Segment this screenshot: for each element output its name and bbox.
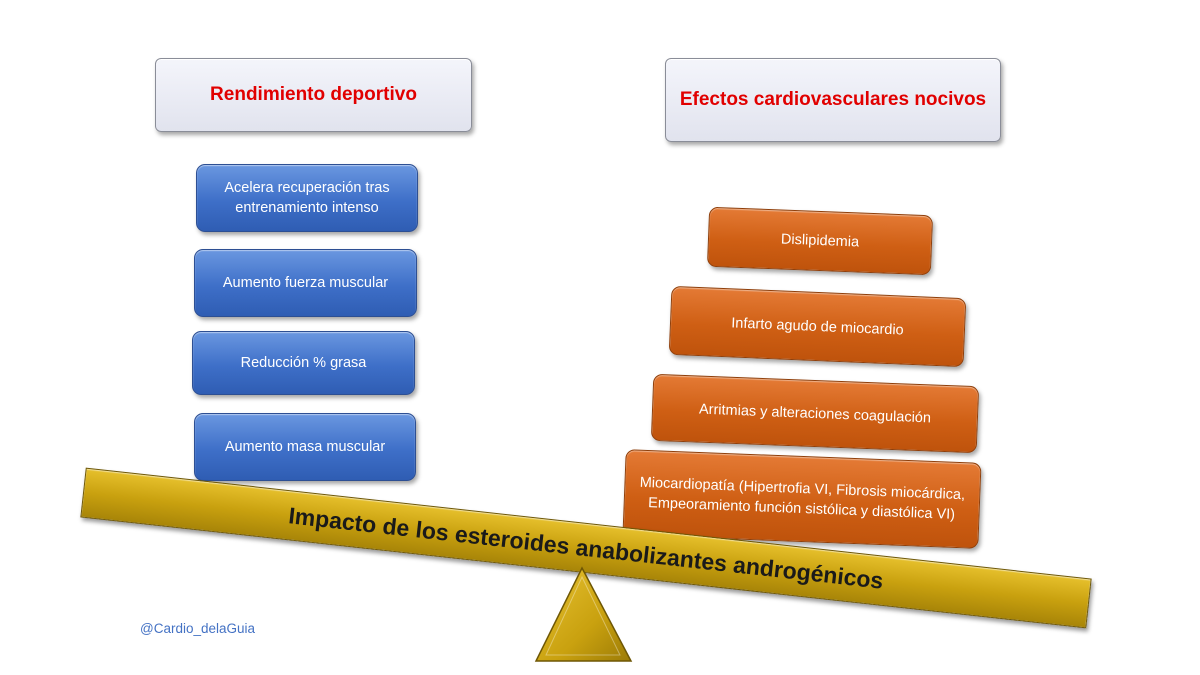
benefit-box-strength: Aumento fuerza muscular [194, 249, 417, 317]
harm-box-arrhythmias: Arritmias y alteraciones coagulación [650, 373, 980, 454]
harm-box-dyslipidemia: Dislipidemia [706, 206, 934, 276]
harm-label: Arritmias y alteraciones coagulación [698, 401, 932, 426]
harm-label: Dislipidemia [780, 231, 860, 251]
right-header-label: Efectos cardiovasculares nocivos [679, 89, 987, 110]
left-header-label: Rendimiento deportivo [210, 84, 417, 105]
benefit-box-recovery: Acelera recuperación tras entrenamiento … [196, 164, 418, 232]
harm-label: Miocardiopatía (Hipertrofia VI, Fibrosis… [639, 474, 966, 523]
harm-box-myocardial-infarction: Infarto agudo de miocardio [668, 285, 967, 368]
benefit-label: Aumento fuerza muscular [222, 275, 389, 291]
benefit-box-muscle-mass: Aumento masa muscular [194, 413, 416, 481]
author-credit: @Cardio_delaGuia [140, 621, 256, 636]
right-header-box: Efectos cardiovasculares nocivos [665, 58, 1001, 142]
benefit-label: Aumento masa muscular [224, 439, 386, 455]
harm-label: Infarto agudo de miocardio [730, 314, 905, 339]
benefit-label: Acelera recuperación tras entrenamiento … [224, 180, 390, 216]
left-header-box: Rendimiento deportivo [155, 58, 472, 132]
fulcrum-triangle-icon [534, 566, 633, 662]
benefit-label: Reducción % grasa [240, 355, 367, 371]
benefit-box-fat-reduction: Reducción % grasa [192, 331, 415, 395]
